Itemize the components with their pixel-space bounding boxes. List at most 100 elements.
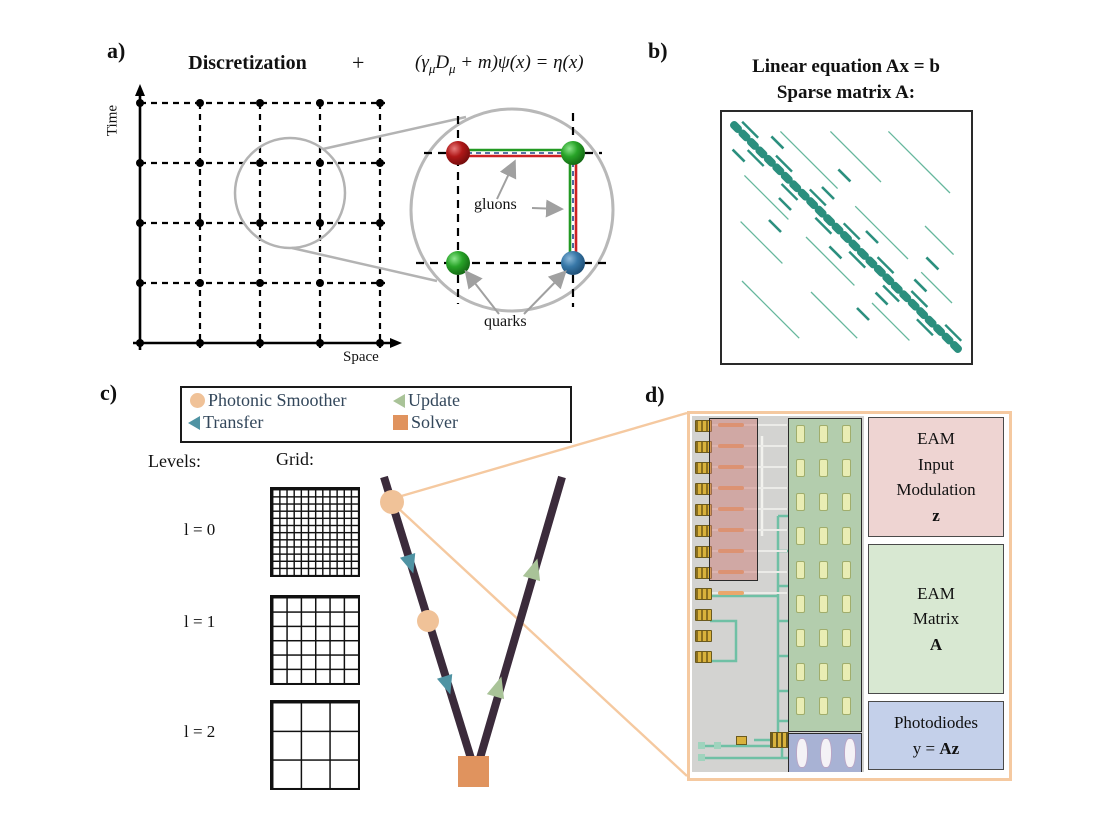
time-axis-label: Time (104, 104, 121, 137)
legend-label-smoother: Photonic Smoother (208, 390, 347, 410)
eam-device (796, 663, 805, 681)
photodiodes-line1: Photodiodes (893, 713, 979, 732)
eam-device (842, 663, 851, 681)
smoother-marker-2 (417, 610, 439, 632)
chip-component-gold (770, 732, 789, 748)
eam-input-line3: Modulation (896, 480, 976, 499)
solver-square-icon (393, 415, 408, 430)
transfer-marker-1 (399, 552, 416, 574)
lattice-axes (133, 92, 394, 350)
eam-matrix-label-box: EAM Matrix A (868, 544, 1004, 694)
eam-input-line2: Input (918, 454, 954, 474)
bond-pad (695, 462, 712, 474)
solver-square (458, 756, 489, 787)
photodiode (820, 738, 832, 768)
update-marker-2 (486, 676, 505, 700)
photodiodes-label-box: Photodiodes y = Az (868, 701, 1004, 770)
bond-pad (695, 525, 712, 537)
eam-matrix-symbol: A (929, 634, 943, 654)
panel-b-title: Linear equation Ax = b Sparse matrix A: (695, 54, 997, 105)
gluon-links (458, 148, 578, 263)
panel-a-plus: + (352, 50, 365, 75)
eam-input-symbol: z (932, 505, 940, 525)
quark-sphere-green-bottom (446, 251, 470, 275)
eam-device (796, 425, 805, 443)
legend-item-solver: Solver (393, 412, 458, 433)
eam-device (819, 697, 828, 715)
eam-device (796, 527, 805, 545)
eam-device (819, 629, 828, 647)
vcycle-lines (380, 475, 566, 767)
eam-device (819, 425, 828, 443)
grid-heading: Grid: (276, 449, 314, 469)
legend-label-transfer: Transfer (203, 412, 264, 432)
chip-component-small (736, 736, 747, 745)
bond-pad (695, 546, 712, 558)
waveguide (710, 592, 787, 594)
eam-device (842, 561, 851, 579)
levels-heading: Levels: (148, 451, 201, 471)
bond-pad (695, 651, 712, 663)
quarks-label: quarks (484, 313, 527, 330)
eam-device (842, 595, 851, 613)
chip-traces (698, 436, 788, 761)
eam-input-modulator (718, 591, 744, 595)
legend-label-solver: Solver (411, 412, 458, 432)
bond-pad (695, 630, 712, 642)
grid-level-1 (270, 595, 360, 685)
legend-item-update: Update (393, 390, 460, 411)
gluons-label: gluons (474, 196, 517, 213)
space-axis-label: Space (343, 349, 379, 365)
transfer-marker-2 (436, 673, 453, 695)
eam-device (819, 493, 828, 511)
panel-d-letter: d) (645, 382, 665, 407)
eam-device (842, 697, 851, 715)
transfer-triangle-icon (188, 415, 200, 430)
eam-device (796, 629, 805, 647)
magnifier-line-top (322, 115, 467, 151)
sparse-matrix-plot (730, 120, 963, 353)
legend-item-transfer: Transfer (188, 412, 263, 433)
eam-device (842, 459, 851, 477)
photodiodes-equation: y = Az (912, 738, 960, 758)
eam-device (796, 595, 805, 613)
eam-device (819, 561, 828, 579)
lattice-sites (136, 99, 384, 347)
eam-device (819, 663, 828, 681)
zoom-connector-lines (397, 411, 688, 777)
eam-device (842, 425, 851, 443)
update-triangle-icon (393, 393, 405, 408)
eam-input-line1: EAM (917, 429, 955, 448)
bond-pad (695, 588, 712, 600)
quark-sphere-green-top (561, 141, 585, 165)
panel-b-title-line2: Sparse matrix A: (776, 81, 916, 103)
eam-device (796, 697, 805, 715)
photodiode (844, 738, 856, 768)
panel-a-letter: a) (107, 38, 126, 63)
level-0-label: l = 0 (184, 520, 216, 539)
eam-device (796, 493, 805, 511)
eam-device (819, 527, 828, 545)
panel-b-title-line1: Linear equation Ax = b (752, 56, 940, 77)
bond-pad (695, 504, 712, 516)
space-axis-arrowhead (390, 338, 402, 348)
lattice-magnifier-graphic (133, 84, 615, 350)
photodiode (796, 738, 808, 768)
smoother-circle-icon (190, 393, 205, 408)
eam-device (796, 459, 805, 477)
annotation-arrows (464, 159, 567, 315)
grid-level-0 (270, 487, 360, 577)
legend-label-update: Update (408, 390, 460, 410)
time-axis-arrowhead (135, 84, 145, 96)
update-marker-1 (522, 558, 541, 582)
eam-matrix-line2: Matrix (912, 609, 960, 629)
grid-level-2 (270, 700, 360, 790)
dirac-equation: (γμDμ + m)ψ(x) = η(x) (415, 52, 584, 76)
level-1-label: l = 1 (184, 612, 216, 631)
quark-sphere-red (446, 141, 470, 165)
magnifier-line-bottom (291, 246, 438, 283)
smoother-marker-1 (380, 490, 404, 514)
chip-photo (692, 416, 864, 772)
eam-matrix-line1: EAM (917, 583, 955, 603)
